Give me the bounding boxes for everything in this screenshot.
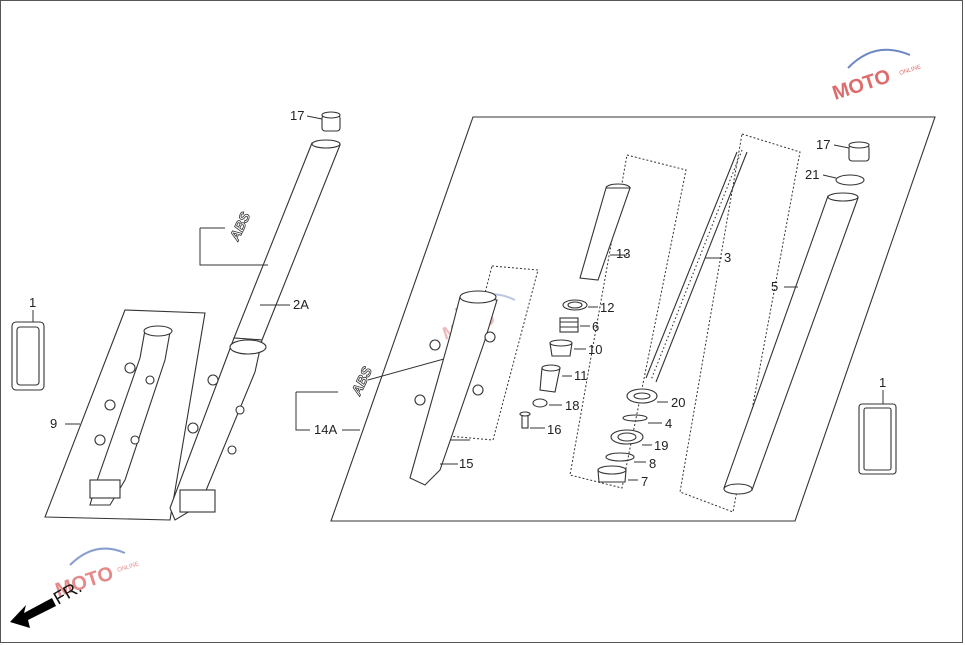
label-1-right: 1 — [879, 375, 886, 390]
abs-decal-left-text: ABS — [226, 209, 254, 244]
part-12: 12 — [562, 299, 614, 315]
label-15: 15 — [459, 456, 473, 471]
label-11: 11 — [574, 368, 588, 383]
label-21: 21 — [805, 167, 819, 182]
watermark-top-right: MOTO ONLINE — [830, 48, 922, 105]
part-18: 18 — [532, 398, 579, 413]
part-15-group: 15 — [409, 265, 539, 486]
part-5-inner-tube: 5 — [723, 192, 859, 495]
abs-decal-right-text: ABS — [348, 364, 376, 399]
part-1-right: 1 — [858, 375, 897, 475]
part-2a-fork-leg: 2A — [169, 139, 341, 521]
part-8: 8 — [605, 452, 656, 471]
part-19: 19 — [610, 429, 668, 453]
assembly-frame-14a — [330, 116, 936, 522]
abs-decal-left: ABS — [199, 209, 268, 266]
part-1-left: 1 — [11, 295, 45, 391]
label-17-right: 17 — [816, 137, 830, 152]
svg-text:ONLINE: ONLINE — [117, 561, 140, 574]
part-7: 7 — [597, 465, 648, 489]
label-20: 20 — [671, 395, 685, 410]
label-14a: 14A — [314, 422, 337, 437]
label-7: 7 — [641, 474, 648, 489]
part-3-spring: 3 — [645, 149, 748, 383]
label-3: 3 — [724, 250, 731, 265]
svg-text:MOTO: MOTO — [830, 65, 894, 104]
part-10: 10 — [549, 339, 602, 357]
svg-text:ONLINE: ONLINE — [899, 64, 922, 77]
part-21-oring: 21 — [805, 167, 865, 186]
label-2a: 2A — [293, 297, 309, 312]
label-17-left: 17 — [290, 108, 304, 123]
inner-frame-spring — [679, 133, 801, 513]
label-19: 19 — [654, 438, 668, 453]
label-12: 12 — [600, 300, 614, 315]
label-13: 13 — [616, 246, 630, 261]
part-9-group: 9 — [44, 309, 206, 521]
part-17-left: 17 — [290, 108, 341, 132]
label-18: 18 — [565, 398, 579, 413]
part-20: 20 — [626, 388, 685, 410]
label-4: 4 — [665, 416, 672, 431]
label-1-left: 1 — [29, 295, 36, 310]
label-16: 16 — [547, 422, 561, 437]
label-5: 5 — [771, 279, 778, 294]
part-4: 4 — [622, 414, 672, 431]
label-6: 6 — [592, 319, 599, 334]
label-9: 9 — [50, 416, 57, 431]
inner-frame-cartridge — [569, 154, 687, 489]
part-13: 13 — [579, 183, 631, 281]
part-11: 11 — [539, 364, 588, 393]
label-10: 10 — [588, 342, 602, 357]
label-8: 8 — [649, 456, 656, 471]
part-17-right: 17 — [816, 137, 870, 162]
part-16: 16 — [519, 411, 561, 437]
part-6: 6 — [559, 317, 599, 334]
front-direction-arrow: FR. — [10, 577, 85, 628]
